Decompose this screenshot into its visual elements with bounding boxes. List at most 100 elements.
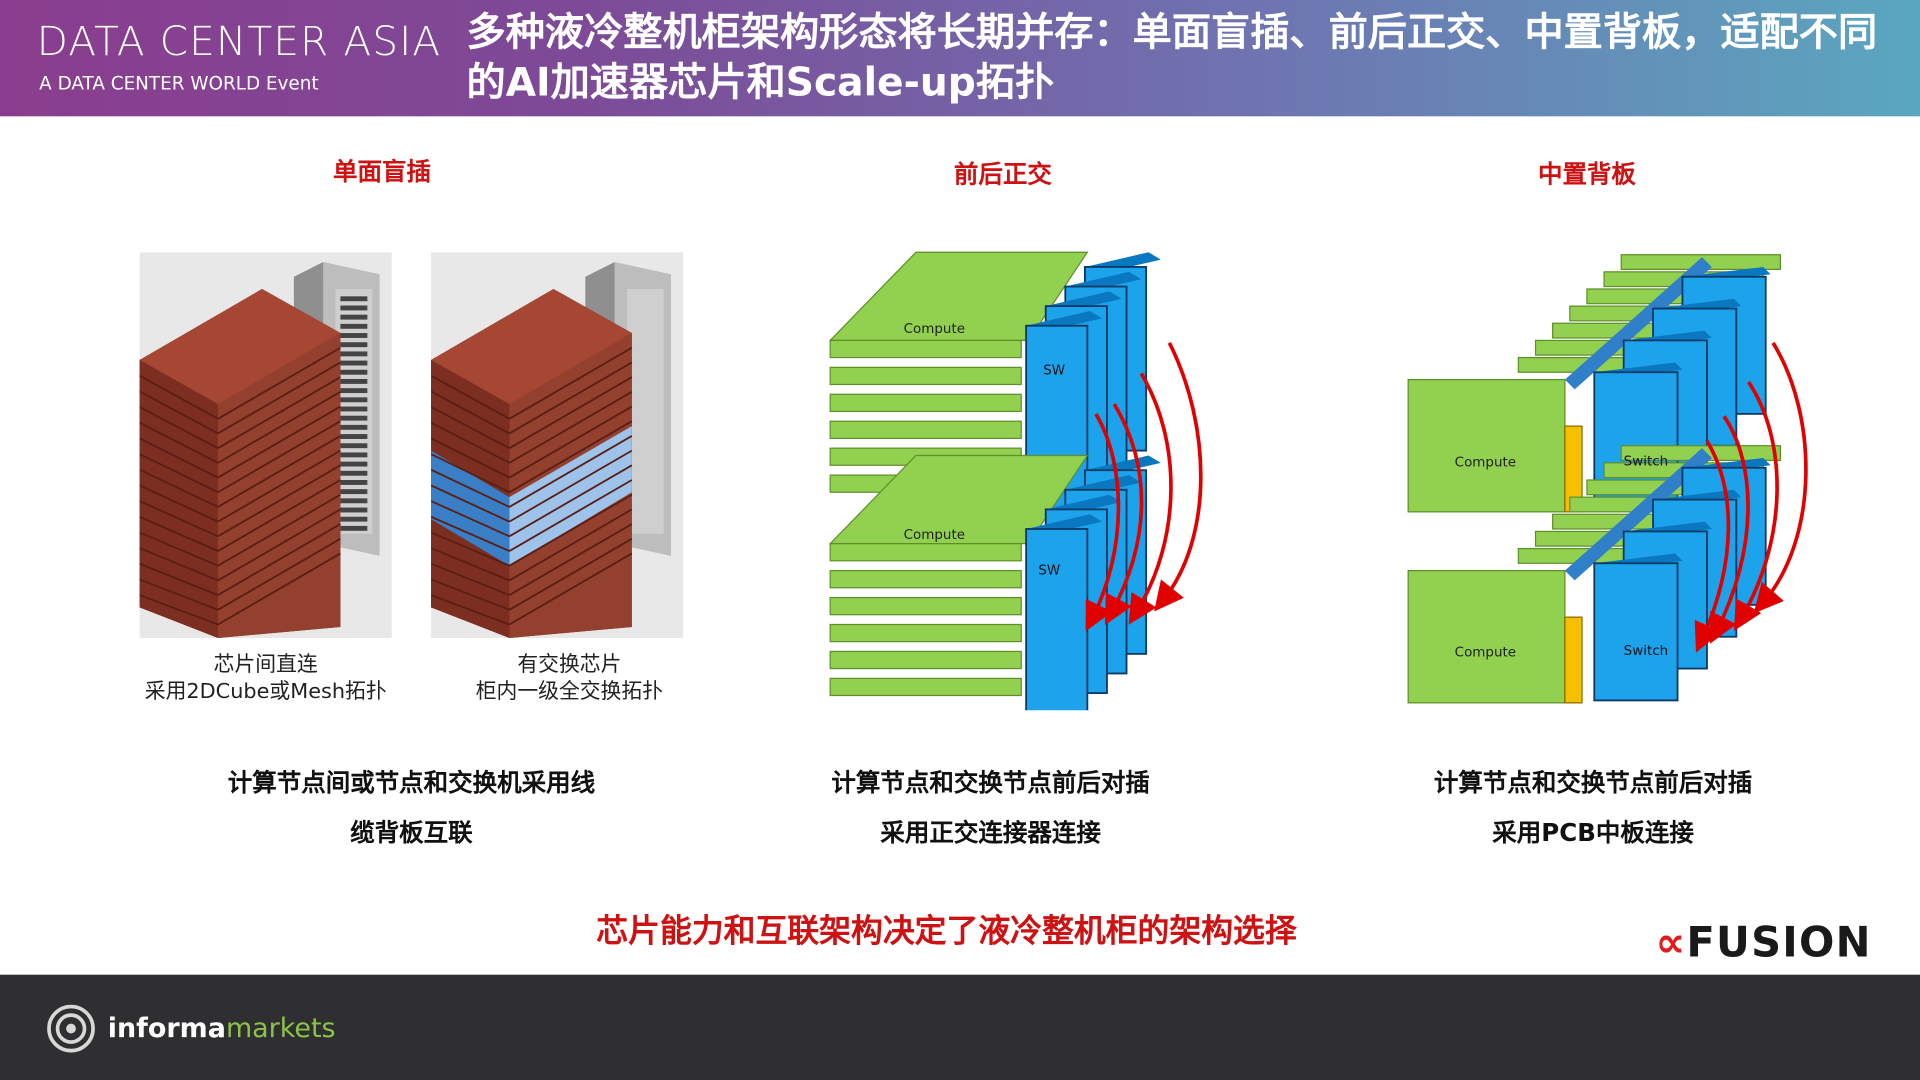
- rack-stripe: [431, 594, 510, 626]
- desc-2-line1: 计算节点和交换节点前后对插: [831, 767, 1150, 798]
- server-port-row: [340, 378, 368, 384]
- rack-stripe: [431, 453, 510, 494]
- server-port-row: [340, 434, 368, 439]
- rack-stripe: [217, 552, 341, 626]
- rack-stripe: [217, 464, 341, 538]
- rack-stripe: [139, 437, 219, 479]
- section-title-midplane: 中置背板: [1537, 159, 1636, 189]
- informa-word: informa: [107, 1013, 226, 1045]
- rack-stripe: [217, 435, 341, 508]
- rack-stripe: [139, 390, 219, 435]
- server-port-row: [340, 516, 368, 522]
- rack-stripe: [508, 537, 633, 611]
- server-port-row: [340, 314, 368, 320]
- rack-stripe: [508, 464, 633, 538]
- section-title-orthogonal: 前后正交: [953, 159, 1052, 189]
- section-desc-2: 计算节点和交换节点前后对插 采用正交连接器连接: [746, 758, 1236, 858]
- rack-stripe: [431, 421, 510, 464]
- rack-stripe: [217, 523, 341, 596]
- rack-stripe: [217, 479, 341, 552]
- markets-word: markets: [225, 1013, 336, 1045]
- compute-board: [829, 623, 1022, 643]
- image-caption-2: 有交换芯片 柜内一级全交换拓扑: [431, 651, 708, 705]
- rack-stripe: [217, 405, 341, 479]
- rack-stripe: [139, 547, 219, 582]
- compute-node: [1407, 570, 1566, 704]
- compute-node: [1407, 378, 1566, 513]
- rack-stripe: [431, 468, 510, 508]
- slide-title: 多种液冷整机柜架构形态将长期并存：单面盲插、前后正交、中置背板，适配不同的AI加…: [466, 8, 1878, 106]
- rack-stripe: [139, 594, 219, 626]
- conclusion-text: 芯片能力和互联架构决定了液冷整机柜的架构选择: [596, 913, 1297, 951]
- switch-label-bottom: SW: [1038, 563, 1060, 578]
- xfusion-logo-mark: ∝: [1655, 918, 1687, 968]
- rack-stripe: [139, 453, 219, 494]
- rack-stripe: [217, 420, 341, 494]
- rack-stripe: [431, 484, 510, 523]
- midplane-pcb: [1564, 257, 1712, 390]
- desc-1-line1: 计算节点间或节点和交换机采用线: [227, 767, 596, 798]
- caption-1-line1: 芯片间直连: [213, 652, 318, 678]
- compute-label-bottom: Compute: [904, 528, 965, 543]
- server-port-row: [340, 342, 368, 348]
- rack-direct-connect-image: [139, 252, 392, 638]
- section-desc-1: 计算节点间或节点和交换机采用线 缆背板互联: [167, 758, 657, 858]
- midplane-pcb: [1564, 448, 1712, 581]
- informa-logo-icon: [47, 1004, 95, 1053]
- rack-stripe: [431, 562, 510, 596]
- compute-board: [829, 677, 1022, 697]
- compute-board: [829, 339, 1022, 359]
- rack-stripe: [139, 421, 219, 464]
- compute-label-top: Compute: [904, 322, 965, 337]
- rack-stripe: [508, 552, 633, 626]
- rack-stripe: [431, 390, 510, 435]
- rack-stripe: [217, 493, 341, 567]
- compute-label-bottom: Compute: [1455, 645, 1516, 660]
- header-banner: [0, 0, 1920, 117]
- rack-stripe: [217, 391, 341, 464]
- rack-stripe: [139, 484, 219, 523]
- rack-stripe: [139, 406, 219, 449]
- server-port-row: [340, 296, 368, 302]
- server-port-row: [340, 388, 368, 394]
- switch-card: [1025, 528, 1089, 711]
- rack-stripe: [431, 531, 510, 567]
- rack-stripe: [139, 468, 219, 508]
- rack-stripe: [217, 508, 341, 582]
- rack-stripe: [431, 578, 510, 611]
- desc-2-line2: 采用正交连接器连接: [880, 817, 1101, 848]
- server-port-row: [340, 323, 368, 329]
- compute-board: [829, 366, 1022, 386]
- compute-board: [829, 543, 1022, 562]
- switch-label-top: Switch: [1624, 454, 1668, 469]
- midplane-architecture-diagram: Compute Compute Switch Switch: [1407, 254, 1808, 704]
- rack-stripe: [508, 405, 633, 479]
- rack-stripe: [508, 479, 633, 552]
- connector: [1564, 616, 1583, 704]
- rack-stripe: [139, 500, 219, 538]
- server-port-row: [340, 489, 368, 495]
- rack-stripe: [431, 500, 510, 538]
- desc-3-line1: 计算节点和交换节点前后对插: [1433, 767, 1753, 798]
- rack-stripe: [139, 531, 219, 567]
- compute-board: [829, 650, 1022, 670]
- rack-stripe: [431, 515, 510, 552]
- compute-board: [829, 570, 1022, 589]
- rack-stripe: [508, 493, 633, 567]
- server-port-row: [340, 406, 368, 412]
- desc-3-line2: 采用PCB中板连接: [1492, 817, 1694, 848]
- rack-stripe: [217, 537, 341, 611]
- compute-board: [829, 596, 1022, 616]
- image-caption-1: 芯片间直连 采用2DCube或Mesh拓扑: [127, 651, 404, 705]
- rack-stripe: [431, 547, 510, 582]
- informa-markets-logo: informamarkets: [108, 1014, 336, 1045]
- server-port-row: [340, 415, 368, 421]
- server-port-row: [340, 461, 368, 467]
- footer-bar: [0, 974, 1920, 1080]
- rack-stripe: [139, 562, 219, 596]
- rack-stripe: [217, 449, 341, 523]
- event-brand: DATA CENTER ASIA: [36, 17, 442, 65]
- server-port-row: [340, 351, 368, 357]
- server-port-row: [340, 470, 368, 476]
- rack-stripe: [508, 346, 633, 420]
